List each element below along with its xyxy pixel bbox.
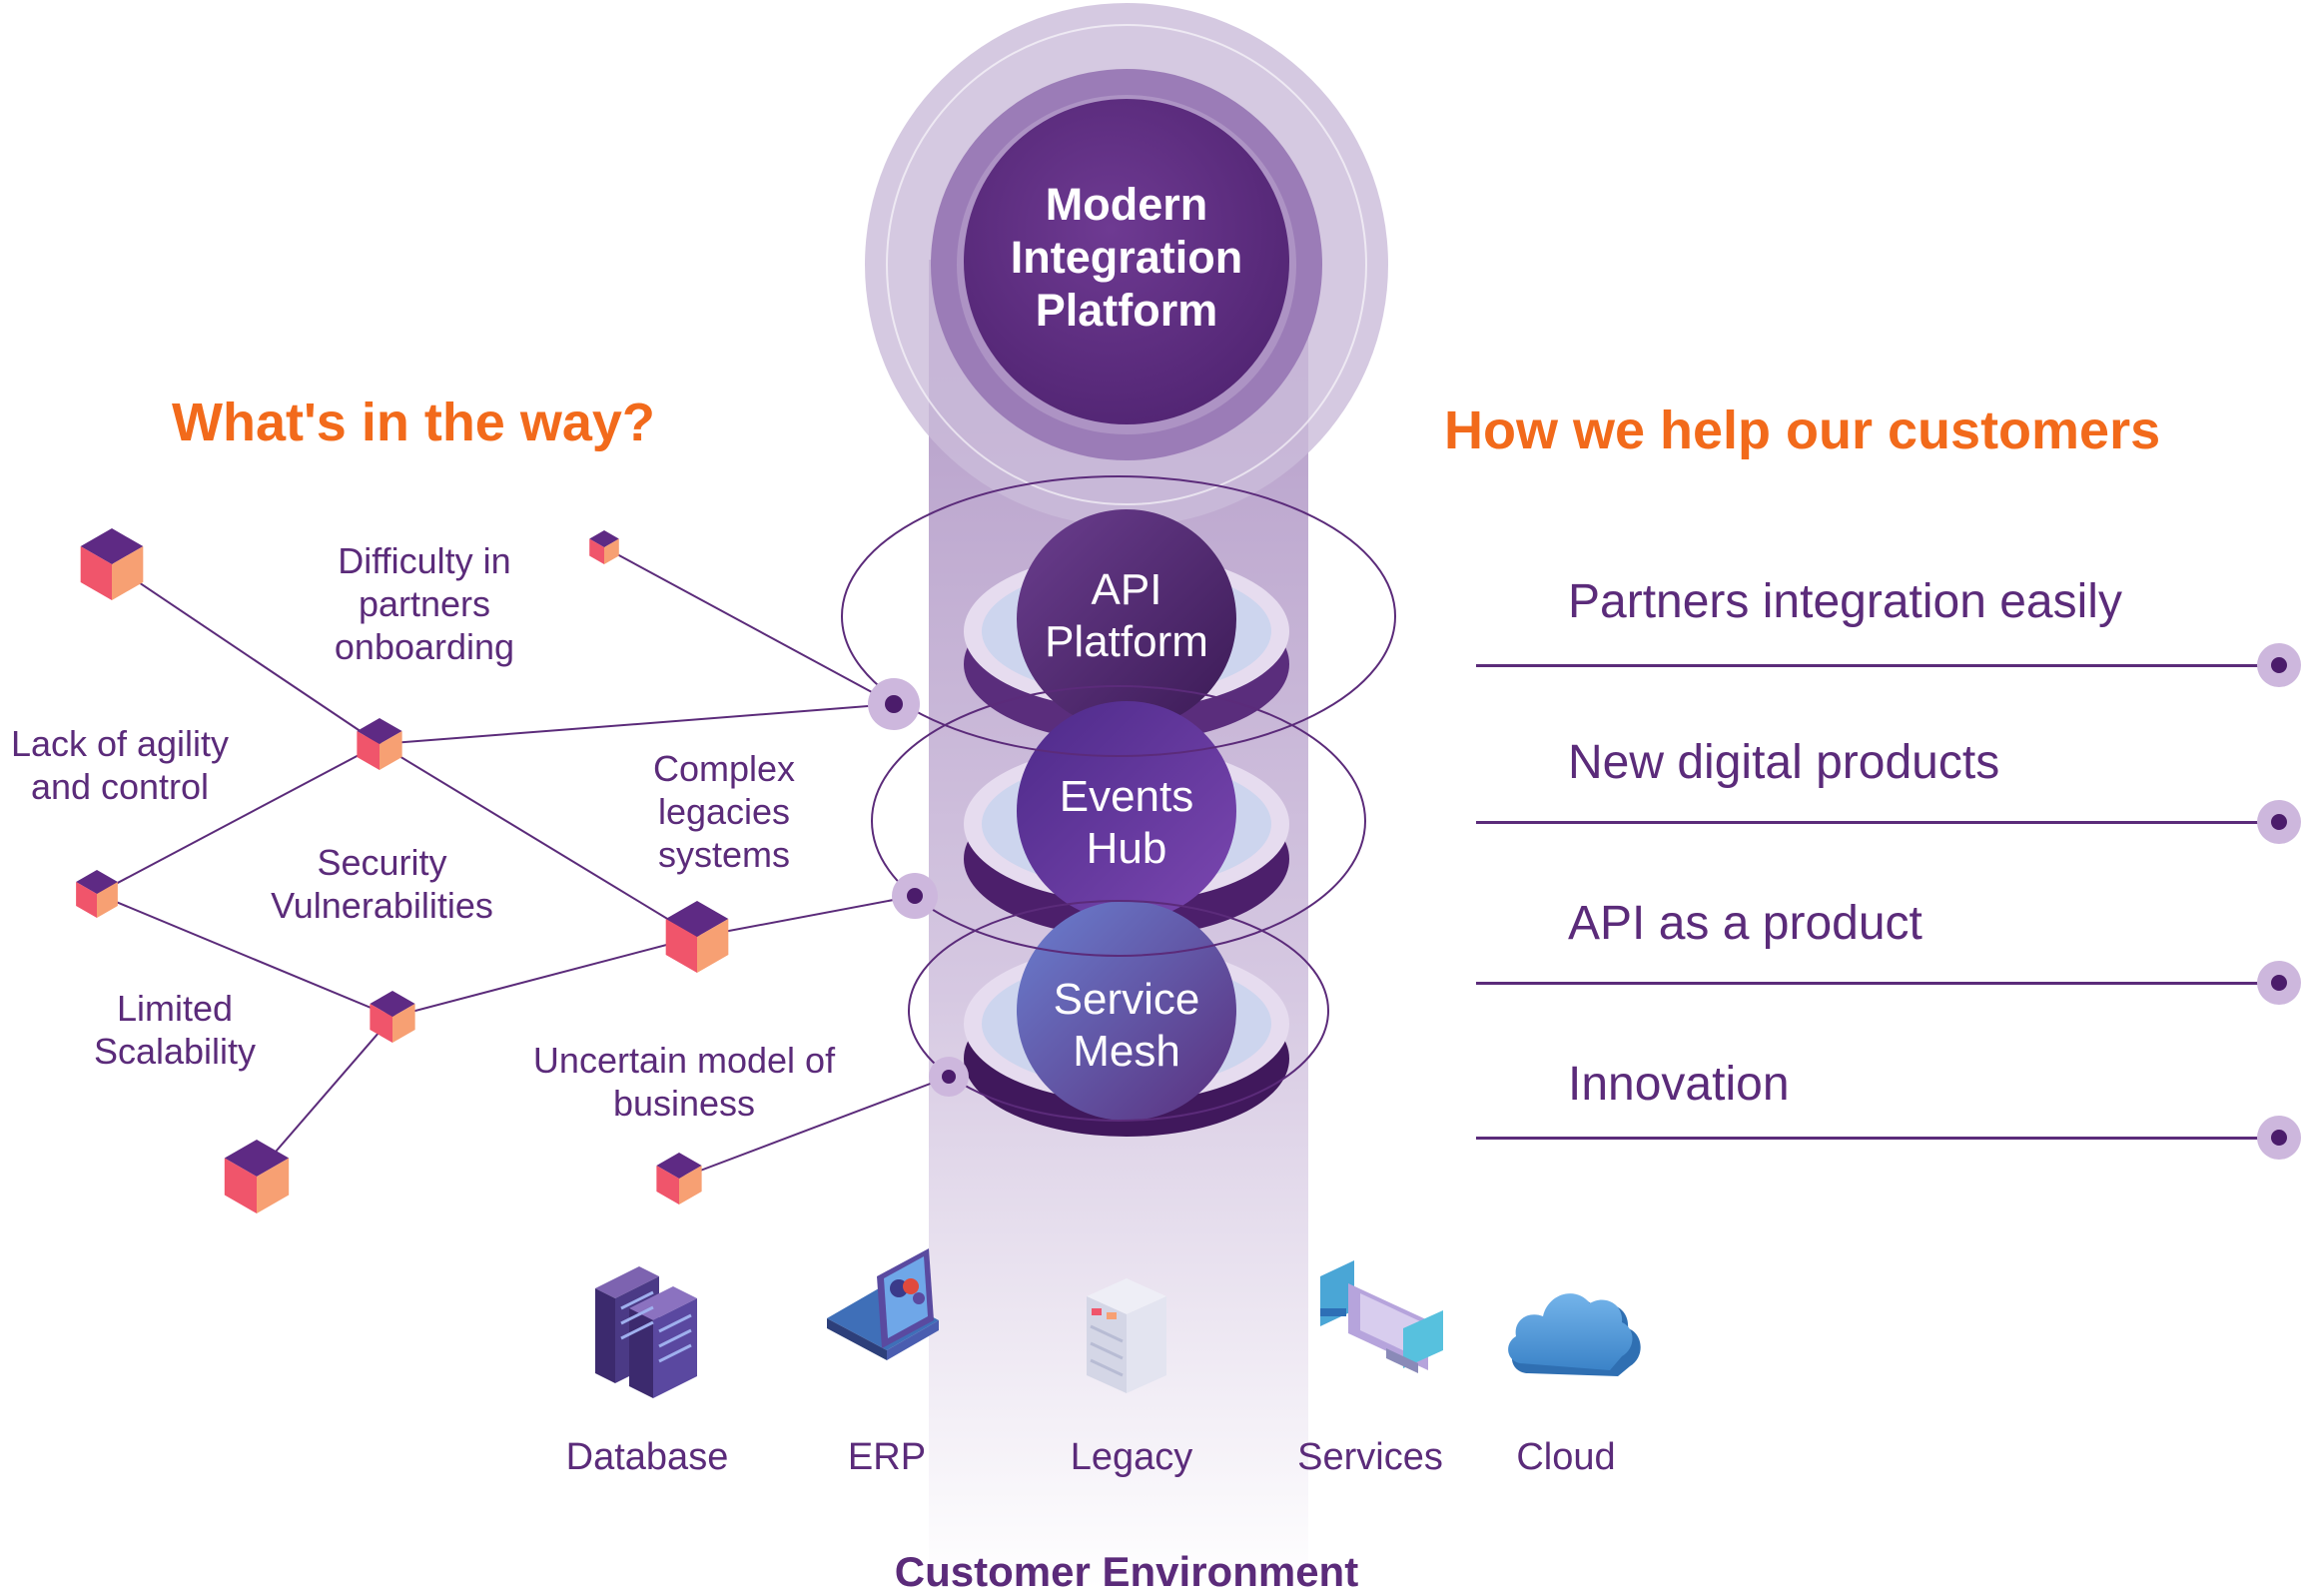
problems-heading: What's in the way? xyxy=(172,393,655,452)
orbit-rings xyxy=(841,475,1396,1122)
problem-line: Scalability xyxy=(93,1031,257,1073)
core-label-line: Platform xyxy=(1035,285,1218,337)
source-label-erp: ERP xyxy=(847,1436,927,1478)
layer-label-line: Mesh xyxy=(1073,1026,1180,1076)
source-label-legacy: Legacy xyxy=(1070,1436,1193,1478)
problem-line: onboarding xyxy=(334,626,515,668)
problem-line: systems xyxy=(657,834,790,876)
layer-label-line: Platform xyxy=(1045,616,1208,666)
benefit-divider xyxy=(1476,821,2269,824)
problem-label-agility: Lack of agility and control xyxy=(0,722,240,808)
api-platform-disc xyxy=(964,509,1289,742)
legacy-server-icon xyxy=(1087,1278,1166,1393)
core-platform-circle xyxy=(964,99,1289,424)
problem-line: legacies xyxy=(657,791,791,833)
database-servers-icon xyxy=(595,1266,697,1398)
problem-line: Security xyxy=(317,842,447,883)
benefit-divider xyxy=(1476,1137,2269,1140)
cloud-icon xyxy=(1508,1293,1641,1376)
layer-label-line: Hub xyxy=(1086,823,1167,873)
benefit-partners-integration: Partners integration easily xyxy=(1568,575,2122,628)
core-label-line: Modern xyxy=(1045,179,1208,230)
problem-line: Vulnerabilities xyxy=(271,885,493,927)
events-hub-disc xyxy=(964,701,1289,937)
source-label-services: Services xyxy=(1297,1436,1443,1478)
benefit-divider xyxy=(1476,982,2269,985)
benefit-divider xyxy=(1476,664,2269,667)
problem-network xyxy=(96,546,950,1180)
problem-line: Lack of agility xyxy=(10,723,230,764)
layer-label-line: Events xyxy=(1059,772,1194,821)
services-monitors-icon xyxy=(1320,1260,1443,1373)
erp-laptop-icon xyxy=(827,1248,939,1360)
problem-label-legacies: Complex legacies systems xyxy=(604,747,844,877)
cube xyxy=(80,528,144,600)
benefit-innovation: Innovation xyxy=(1568,1058,1790,1111)
core-platform-label: Modern Integration Platform xyxy=(947,178,1306,337)
cube xyxy=(656,1153,702,1204)
benefit-bullet-dot xyxy=(2257,800,2301,844)
cube xyxy=(370,991,415,1043)
benefit-bullet-dot xyxy=(2257,961,2301,1005)
benefit-digital-products: New digital products xyxy=(1568,736,2000,789)
problem-line: Complex xyxy=(652,748,796,789)
problem-label-scalability: Limited Scalability xyxy=(60,987,290,1073)
cube xyxy=(224,1140,290,1213)
problem-label-partners-onboarding: Difficulty in partners onboarding xyxy=(280,539,569,669)
core-label-line: Integration xyxy=(1010,232,1243,284)
problem-label-security: Security Vulnerabilities xyxy=(240,841,524,927)
customer-environment-label: Customer Environment xyxy=(894,1548,1359,1595)
source-label-cloud: Cloud xyxy=(1516,1436,1616,1478)
cube xyxy=(76,870,118,918)
problem-line: Difficulty in xyxy=(338,540,511,581)
layer-label-line: API xyxy=(1091,565,1162,614)
cube xyxy=(665,901,729,973)
solutions-heading: How we help our customers xyxy=(1444,400,2161,460)
benefit-bullet-dot xyxy=(2257,1116,2301,1160)
layer-label-line: Service xyxy=(1053,975,1200,1024)
problem-line: Uncertain model of xyxy=(532,1040,836,1081)
problem-label-business-model: Uncertain model of business xyxy=(499,1039,869,1125)
problem-line: partners xyxy=(358,583,491,625)
problem-line: and control xyxy=(30,766,210,808)
problem-cubes xyxy=(76,528,729,1213)
api-platform-label: API Platform xyxy=(977,564,1276,668)
source-label-database: Database xyxy=(565,1436,729,1478)
benefit-bullet-dot xyxy=(2257,643,2301,687)
problem-line: Limited xyxy=(116,988,234,1029)
events-hub-label: Events Hub xyxy=(977,771,1276,875)
service-mesh-disc xyxy=(964,901,1289,1137)
ring-connector-dots xyxy=(868,678,969,1097)
cube xyxy=(357,718,402,770)
service-mesh-label: Service Mesh xyxy=(977,974,1276,1078)
benefit-api-product: API as a product xyxy=(1568,897,1922,950)
cube xyxy=(589,530,619,564)
problem-line: business xyxy=(612,1083,756,1125)
